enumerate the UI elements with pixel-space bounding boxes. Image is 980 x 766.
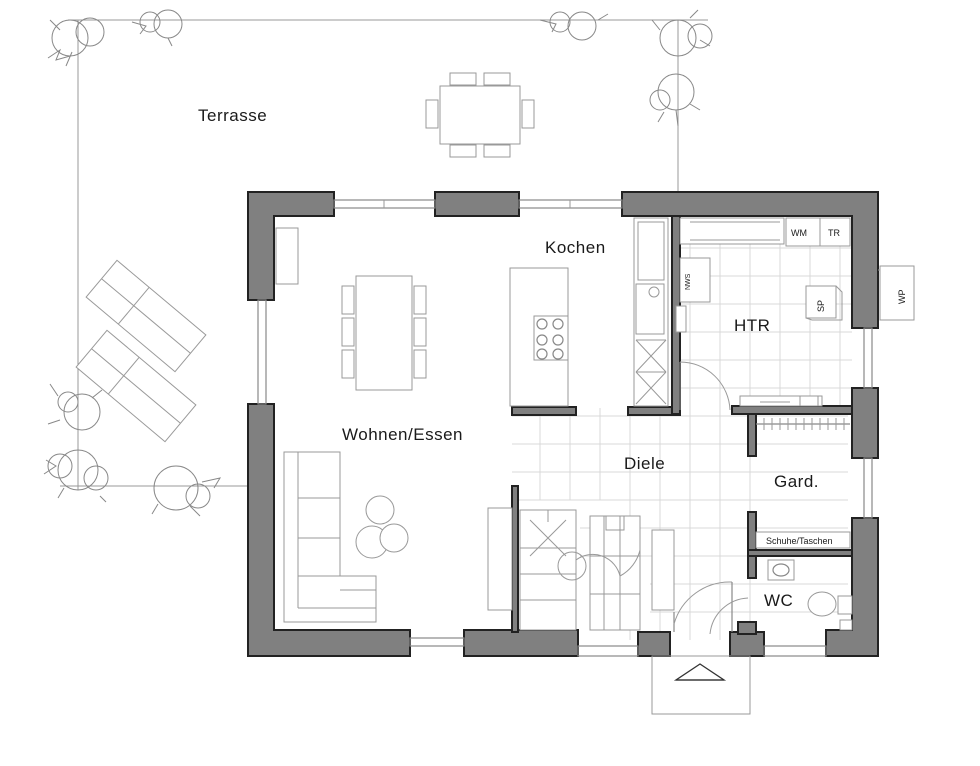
- label-tr: TR: [828, 228, 840, 238]
- label-schuhe: Schuhe/Taschen: [766, 536, 833, 546]
- htr-equipment: [675, 217, 915, 407]
- room-label-wohnen: Wohnen/Essen: [342, 425, 463, 444]
- entrance: [651, 655, 751, 715]
- room-label-diele: Diele: [624, 454, 665, 473]
- windows: [257, 199, 873, 657]
- room-label-wc: WC: [764, 591, 793, 610]
- sideboard: [275, 227, 299, 285]
- doors: [673, 361, 749, 635]
- terrace-area: [60, 19, 708, 490]
- staircase: [519, 509, 675, 631]
- tv-board: [487, 507, 513, 611]
- garden-table: [425, 72, 535, 158]
- dining-table: [341, 275, 427, 391]
- sofa: [283, 451, 377, 623]
- coffee-tables: [355, 495, 409, 559]
- wardrobe-rail: [756, 418, 850, 430]
- room-label-htr: HTR: [734, 316, 770, 335]
- label-sp: SP: [816, 300, 826, 312]
- room-label-terrasse: Terrasse: [198, 106, 267, 125]
- sun-lounger: [75, 259, 207, 443]
- wc-fixtures: [755, 531, 853, 631]
- kitchen-cabinets: [633, 217, 669, 407]
- label-nws: NWS: [685, 273, 692, 290]
- tree-icon: [43, 9, 713, 517]
- walls: [247, 191, 879, 657]
- room-label-gard: Gard.: [774, 472, 819, 491]
- label-wp: WP: [897, 290, 907, 305]
- kitchen-island: [509, 267, 569, 407]
- label-wm: WM: [791, 228, 807, 238]
- room-label-kochen: Kochen: [545, 238, 606, 257]
